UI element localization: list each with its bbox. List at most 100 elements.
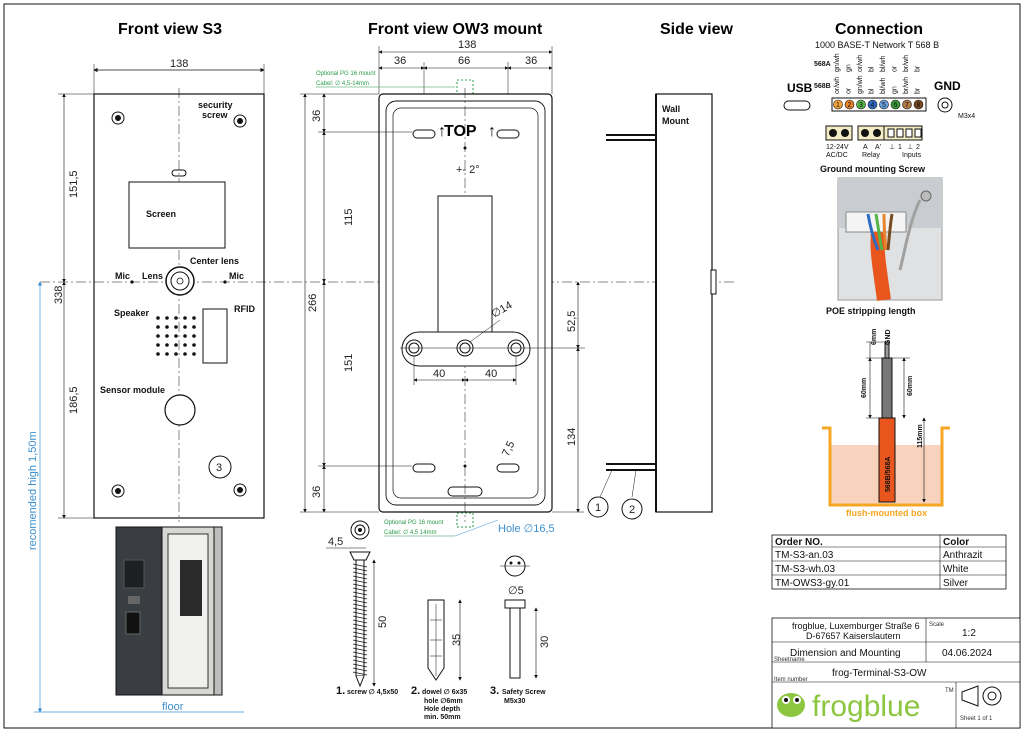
input-term-3: ⊥ [907,144,913,151]
ow3-dim-266: 266 [307,294,319,312]
drawing-title: Dimension and Mounting [790,648,901,659]
sheet-number: Sheet 1 of 1 [960,716,993,722]
wire-568a-label: gn [846,64,853,72]
ow3-angle: +- 2° [456,164,480,176]
power-label-2: AC/DC [826,152,848,159]
speaker-hole [192,334,196,338]
side-mount-label: Mount [662,116,689,126]
connection-subtitle: 1000 BASE-T Network T 568 B [815,40,939,50]
screw-1 [349,551,371,688]
ow3-dim-left: 36 [394,55,406,67]
svg-text:↑: ↑ [488,123,496,140]
s3-dim-upper: 151,5 [68,170,80,198]
poe-60mm-left: 60mm [861,378,868,398]
poe-60mm-right: 60mm [907,376,914,396]
s3-speaker-grille [156,316,196,356]
frog-logo-icon [777,693,805,717]
speaker-hole [192,325,196,329]
safety-len-30: 30 [539,636,551,648]
s3-dim-lower: 186,5 [68,386,80,414]
input-term-1: ⊥ [889,144,895,151]
ow3-dim-bottom-36: 36 [311,486,323,498]
ow3-top-label: TOP [444,123,477,140]
scale-label: Scale [929,622,945,628]
s3-callout-3-text: 3 [216,462,222,474]
drawing-date: 04.06.2024 [942,648,992,659]
rj45-pin [833,99,843,110]
wire-568b-label: bl/wh [880,78,887,94]
rj45-pin-number: 1 [836,102,840,109]
order-row-3-color: Silver [943,578,969,589]
s3-security-screw-tr [233,114,247,128]
title-connection: Connection [835,21,923,38]
speaker-hole [156,352,160,356]
s3-security-screw-tl [111,111,125,125]
title-front-s3: Front view S3 [118,21,222,38]
ground-screw-photo [837,177,943,301]
title-front-ow3: Front view OW3 mount [368,21,543,38]
sheetname-label: Sheetname [774,657,805,663]
side-wall-label: Wall [662,104,680,114]
rj45-pin-number: 5 [882,102,886,109]
item-name: frog-Terminal-S3-OW [832,668,927,679]
title-block: frogblue, Luxemburger Straße 6 D-67657 K… [771,617,1021,729]
rj45-pin [856,99,866,110]
speaker-hole [183,334,187,338]
rj45-pin-number: 4 [871,102,875,109]
ow3-dim-40-right: 40 [485,368,497,380]
item2-text-4: min. 50mm [424,714,461,721]
speaker-hole [174,352,178,356]
ow3-dim-right: 36 [525,55,537,67]
wire-568a-label: bl [869,66,876,72]
m3-label: M3x4 [958,113,975,120]
speaker-hole [165,316,169,320]
ow3-dim-151: 151 [343,354,355,372]
screw-len-50: 50 [377,616,389,628]
item2-num: 2. [411,685,420,697]
side-wall-mount [655,93,713,513]
speaker-hole [165,334,169,338]
wire-568b-label: gn/wh [857,75,864,94]
s3-callout-3 [208,455,232,479]
wire-568b-label: gn [892,86,899,94]
rj45-pin-strip [831,97,927,112]
s3-screen [128,181,226,249]
side-callout-2 [621,498,643,520]
item-number-label: Item number [774,677,808,683]
ow3-hole-dim: Hole ∅16,5 [498,523,555,535]
ow3-mount-bar [401,331,531,367]
input-term-2: 1 [898,144,902,151]
wire-568a-label: gn/wh [834,53,841,72]
poe-box [822,341,950,507]
speaker-hole [156,325,160,329]
rj45-pin-number: 3 [859,102,863,109]
speaker-hole [183,316,187,320]
title-side: Side view [660,21,733,38]
s3-width-dim: 138 [170,58,188,70]
ow3-total-width: 138 [458,39,476,51]
side-callout-1 [587,496,609,518]
s3-mounted-photo [115,526,223,696]
s3-sensor-label: Sensor module [100,385,165,395]
speaker-hole [165,325,169,329]
terminal-power [825,125,853,141]
speaker-hole [174,325,178,329]
ow3-pg-top-2: Cabel: ∅ 4,5-14mm [316,80,369,87]
floor-label: floor [162,701,184,713]
ow3-dim-mid: 66 [458,55,470,67]
rj45-pin [913,99,924,110]
usb-label: USB [787,81,813,95]
wire-568b-label: bl [869,88,876,94]
scale-value: 1:2 [962,628,976,639]
ground-screw-title: Ground mounting Screw [820,164,926,174]
speaker-hole [192,343,196,347]
side-view: Wall Mount 1 2 [587,93,717,520]
power-label-1: 12-24V [826,144,849,151]
item2-text-3: Hole depth [424,706,460,713]
s3-rfid [202,308,228,364]
address-line-2: D-67657 Kaiserslautern [806,631,901,641]
poe-gnd: GND [885,329,892,345]
usb-port-icon [783,100,811,111]
